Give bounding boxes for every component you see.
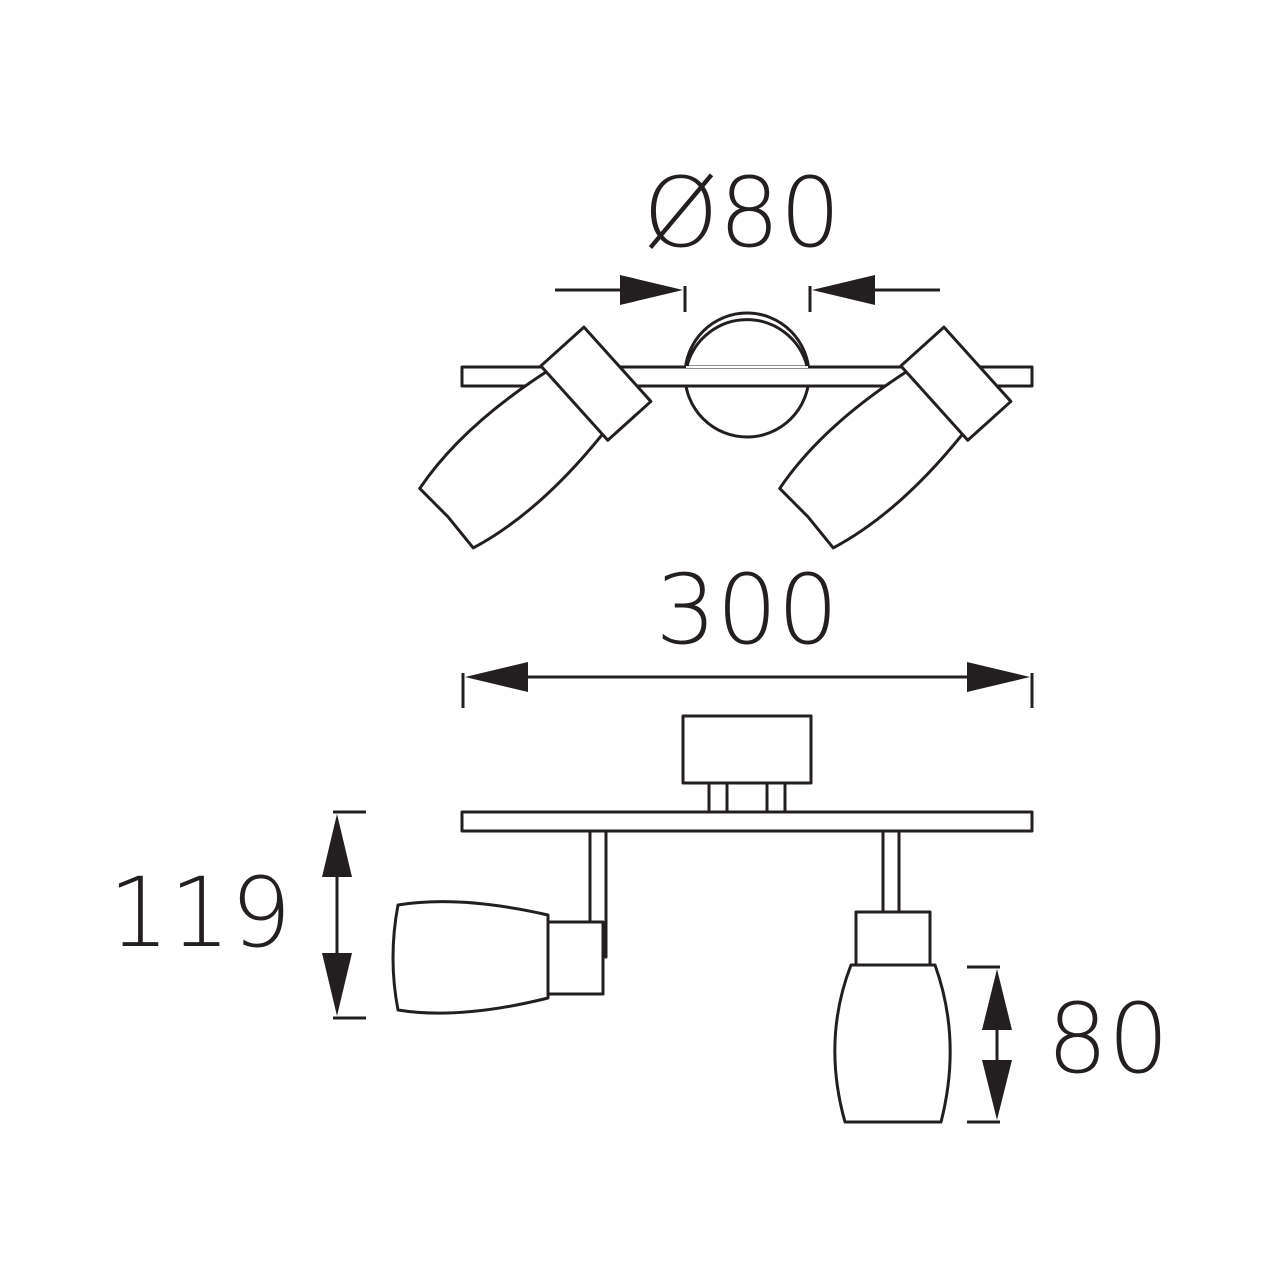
canopy-arc-upper (685, 318, 809, 367)
top-left-spotlight (418, 325, 653, 550)
right-shade (833, 963, 952, 1124)
diameter-arrow-right (812, 275, 875, 305)
width-dimension: 300 (461, 554, 1034, 708)
diameter-label: Ø80 (643, 157, 841, 269)
height-arrow-top (322, 814, 352, 877)
front-view: 300 119 (108, 554, 1169, 1124)
shade-height-dimension: 80 (967, 965, 1169, 1124)
canopy-post-left (707, 781, 729, 814)
height-dimension: 119 (108, 810, 366, 1020)
left-shade (391, 900, 550, 1015)
width-label: 300 (655, 554, 838, 666)
diameter-dimension: Ø80 (555, 157, 940, 312)
shade-height-label: 80 (1047, 983, 1169, 1095)
shade-arrow-top (982, 969, 1012, 1030)
width-arrow-right (967, 662, 1030, 692)
front-bar (460, 810, 1034, 833)
top-view: Ø80 (418, 157, 1034, 550)
top-right-socket (899, 325, 1013, 442)
height-label: 119 (108, 857, 291, 969)
right-socket (854, 910, 932, 967)
shade-arrow-bottom (982, 1060, 1012, 1120)
canopy-box (681, 714, 813, 785)
left-socket (546, 920, 605, 996)
top-right-spotlight (778, 325, 1013, 550)
height-arrow-bottom (322, 953, 352, 1016)
width-arrow-left (465, 662, 528, 692)
top-left-socket (539, 325, 653, 442)
right-arm (881, 829, 901, 915)
diameter-arrow-left (620, 275, 683, 305)
canopy-post-right (765, 781, 787, 814)
